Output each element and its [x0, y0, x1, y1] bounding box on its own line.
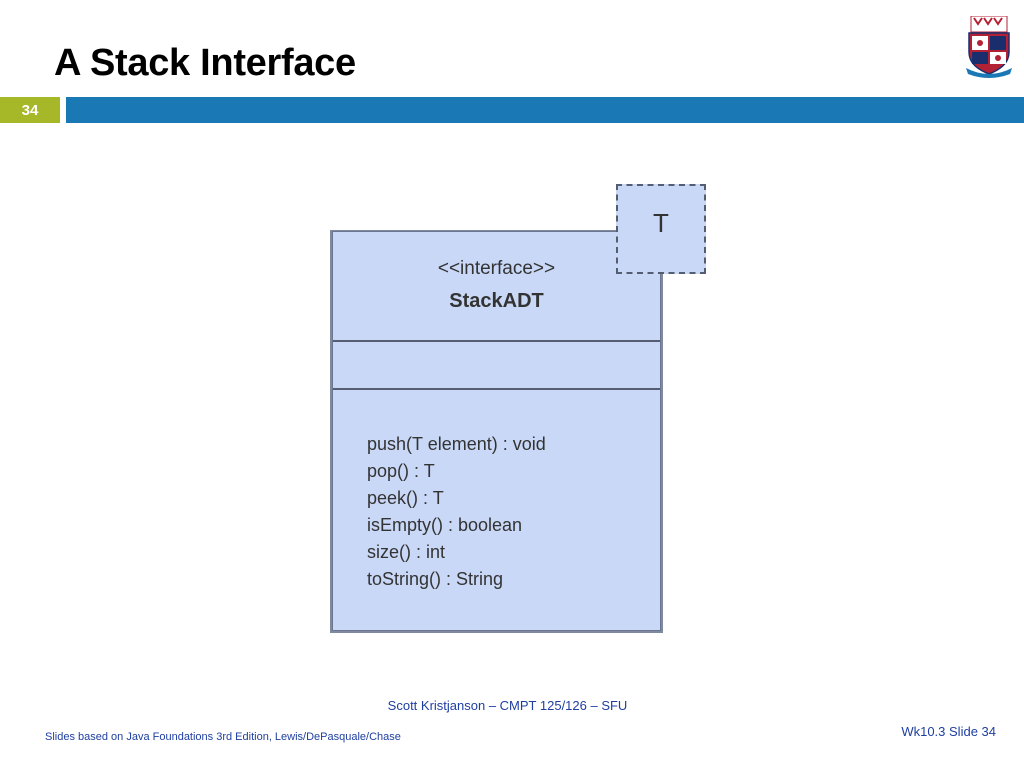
- title-accent-bar: [66, 97, 1024, 123]
- uml-class-box: <<interface>> StackADT: [332, 231, 661, 631]
- uml-stereotype: <<interface>>: [437, 258, 556, 279]
- uml-type-parameter: T: [653, 208, 669, 238]
- uml-operation: pop() : T: [367, 461, 435, 481]
- uml-type-parameter-box: T: [616, 184, 706, 274]
- slide-title: A Stack Interface: [54, 42, 356, 84]
- uml-operation-list: push(T element) : void pop() : T peek() …: [367, 431, 546, 593]
- footer-credit: Slides based on Java Foundations 3rd Edi…: [45, 731, 401, 743]
- uml-attribute-section: [333, 342, 660, 390]
- uml-operation: push(T element) : void: [367, 434, 546, 454]
- uml-operation: peek() : T: [367, 488, 444, 508]
- uml-class-name: StackADT: [449, 290, 544, 312]
- footer-slide-ref: Wk10.3 Slide 34: [901, 724, 996, 739]
- uml-name-section: <<interface>> StackADT: [333, 232, 660, 342]
- footer-author: Scott Kristjanson – CMPT 125/126 – SFU: [387, 698, 628, 713]
- sfu-crest-icon: [966, 16, 1012, 78]
- slide-number: 34: [0, 97, 60, 123]
- uml-operation: size() : int: [367, 542, 446, 562]
- uml-operation: toString() : String: [367, 569, 504, 589]
- uml-operation: isEmpty() : boolean: [367, 515, 523, 535]
